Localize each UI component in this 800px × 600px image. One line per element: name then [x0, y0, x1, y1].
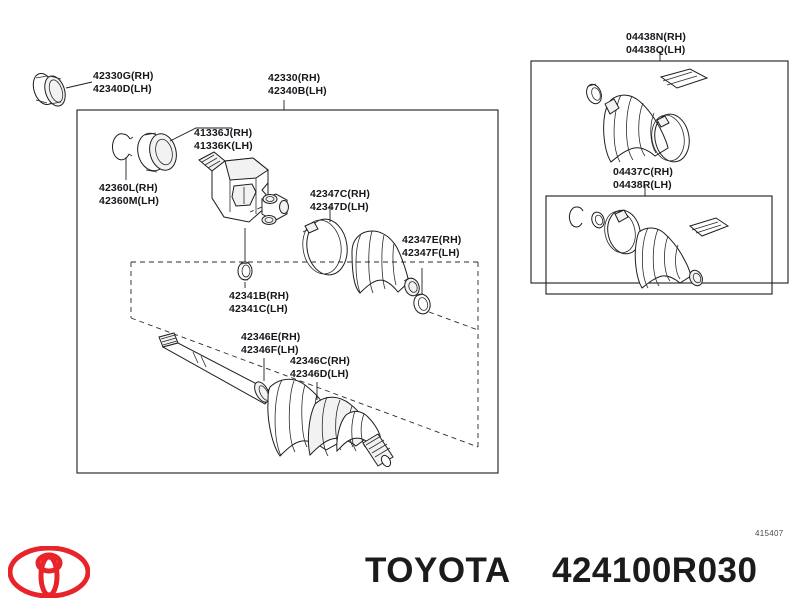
label-kit-upper: 04438N(RH) 04438Q(LH) — [626, 31, 686, 56]
footer-brand: TOYOTA — [365, 551, 511, 590]
footer-part-number: 424100R030 — [552, 551, 758, 590]
leader-trunnion-dash — [249, 206, 263, 213]
part-kit-upper-contents — [586, 68, 709, 163]
kit-lower-box — [545, 195, 773, 295]
main-assembly-box — [76, 109, 499, 474]
label-boot-clamp-small: 42347E(RH) 42347F(LH) — [402, 234, 462, 259]
leader-dust-cover — [169, 127, 232, 142]
part-snap-ring — [112, 133, 134, 161]
dash-diagonal — [130, 317, 479, 448]
label-boot-clamp-outer: 42346C(RH) 42346D(LH) — [290, 355, 350, 380]
part-outer-seal — [32, 72, 66, 107]
part-dust-cover — [137, 132, 177, 173]
part-trunnion — [261, 193, 289, 225]
part-axle-shaft — [158, 332, 394, 468]
leader-outer-seal — [65, 81, 93, 89]
part-boot-clamp-large — [302, 218, 348, 276]
part-tripod-joint-housing — [198, 151, 269, 223]
label-main-assembly: 42330(RH) 42340B(LH) — [268, 72, 327, 97]
drawing-number: 415407 — [755, 529, 784, 538]
dash-clamp-link — [428, 311, 479, 331]
label-snap-ring: 42360L(RH) 42360M(LH) — [99, 182, 159, 207]
part-cv-boot — [351, 230, 420, 297]
label-kit-lower: 04437C(RH) 04438R(LH) — [613, 166, 673, 191]
kit-upper-box — [530, 60, 789, 284]
part-inner-ring — [237, 261, 253, 281]
label-inner-ring: 42341B(RH) 42341C(LH) — [229, 290, 289, 315]
label-boot-clamp-large: 42347C(RH) 42347D(LH) — [310, 188, 370, 213]
part-boot-clamp-small — [413, 293, 431, 315]
label-boot-clamp-inner: 42346E(RH) 42346F(LH) — [241, 331, 301, 356]
toyota-logo — [8, 546, 90, 598]
label-outer-seal: 42330G(RH) 42340D(LH) — [93, 70, 154, 95]
label-dust-cover: 41336J(RH) 41336K(LH) — [194, 127, 253, 152]
part-kit-lower-contents — [568, 206, 730, 289]
